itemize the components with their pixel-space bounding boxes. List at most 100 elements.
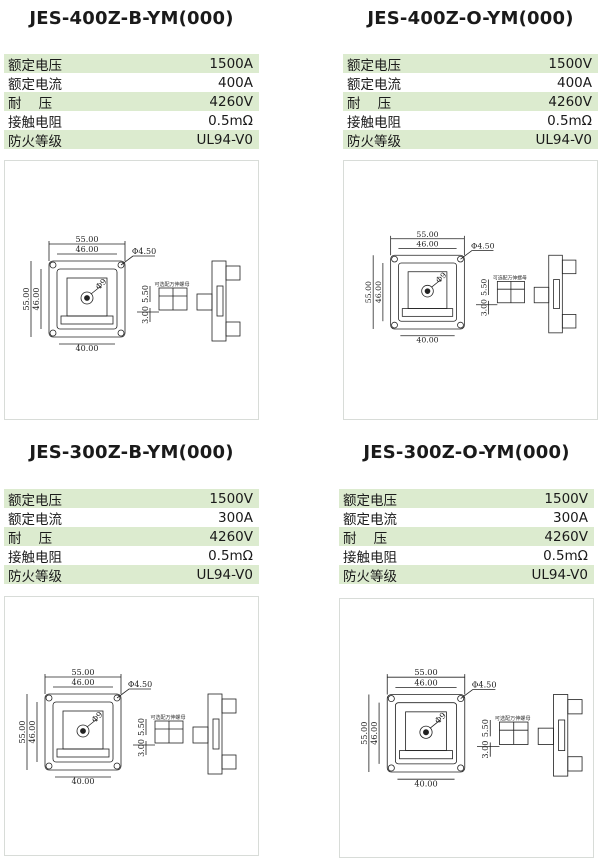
spec-label: 防火等级 bbox=[8, 568, 62, 585]
dim-label-side-small: 3.00 bbox=[137, 739, 146, 757]
spec-value: 1500V bbox=[209, 490, 253, 507]
spec-label: 接触电阻 bbox=[347, 114, 401, 131]
mounting-hole bbox=[49, 261, 57, 269]
mounting-hole bbox=[457, 764, 465, 772]
leader-hole bbox=[116, 688, 130, 699]
dim-label-side-small: 3.00 bbox=[480, 299, 489, 316]
spec-label: 耐 压 bbox=[343, 530, 388, 547]
spec-value: 400A bbox=[217, 74, 253, 91]
product-title: JES-300Z-B-YM(000) bbox=[29, 442, 234, 463]
center-bolt bbox=[421, 284, 434, 298]
dim-label-center-hole: Φ9 bbox=[94, 277, 109, 292]
spec-label: 防火等级 bbox=[343, 568, 397, 585]
spec-label: 耐 压 bbox=[8, 95, 53, 112]
side-terminal-bottom bbox=[567, 756, 583, 772]
leader-hole bbox=[460, 250, 473, 260]
spec-value: UL94-V0 bbox=[535, 131, 593, 148]
side-terminal-bottom bbox=[221, 754, 237, 770]
dim-label-bottom-width: 40.00 bbox=[414, 778, 437, 788]
mounting-hole bbox=[117, 261, 125, 269]
leader-center bbox=[429, 719, 441, 729]
dim-label-hole-diameter: Φ4.50 bbox=[472, 679, 497, 689]
dim-label-inner-height: 46.00 bbox=[369, 722, 379, 745]
housing-inner bbox=[52, 701, 114, 763]
dim-label-overall-width: 55.00 bbox=[414, 667, 437, 677]
spec-value: UL94-V0 bbox=[196, 131, 254, 148]
center-bolt-core bbox=[84, 295, 90, 301]
spec-label: 额定电流 bbox=[347, 76, 401, 93]
side-slot bbox=[553, 279, 560, 309]
dim-label-side-note: 可选配万伸螺母 bbox=[150, 714, 185, 721]
dim-label-inner-height: 46.00 bbox=[374, 281, 383, 303]
mounting-hole bbox=[45, 694, 53, 702]
spec-label: 防火等级 bbox=[347, 133, 401, 150]
spec-value: 300A bbox=[552, 509, 588, 526]
dim-label-overall-width: 55.00 bbox=[76, 235, 99, 244]
spec-row-rated-current: 额定电流 300A bbox=[339, 508, 594, 528]
leader-center bbox=[86, 718, 98, 728]
dim-label-overall-height: 55.00 bbox=[22, 288, 31, 311]
side-cable-entry bbox=[537, 727, 554, 745]
dim-label-side-note: 可选配万伸螺母 bbox=[493, 275, 527, 282]
dim-label-inner-width: 46.00 bbox=[76, 245, 99, 254]
housing-inner bbox=[398, 262, 457, 322]
dim-label-overall-width: 55.00 bbox=[72, 668, 95, 677]
housing-outline bbox=[390, 254, 465, 330]
mounting-hole bbox=[113, 694, 121, 702]
spec-row-rated-voltage: 额定电压 1500V bbox=[339, 489, 594, 509]
spec-value: 4260V bbox=[544, 528, 588, 545]
center-bolt bbox=[419, 725, 433, 739]
dim-label-side-height: 5.50 bbox=[480, 279, 489, 296]
dim-label-side-note: 可选配万伸螺母 bbox=[154, 281, 189, 288]
spec-label: 额定电压 bbox=[343, 492, 397, 509]
spec-label: 额定电流 bbox=[343, 511, 397, 528]
spec-label: 防火等级 bbox=[8, 133, 62, 150]
spec-value: 4260V bbox=[209, 93, 253, 110]
mounting-hole bbox=[387, 764, 395, 772]
housing-inner bbox=[394, 702, 458, 765]
side-body bbox=[548, 254, 563, 334]
spec-value: 1500V bbox=[544, 490, 588, 507]
spec-row-fire-rating: 防火等级 UL94-V0 bbox=[343, 130, 598, 150]
center-bolt bbox=[76, 724, 90, 738]
side-terminal-bottom bbox=[561, 314, 577, 329]
dim-label-hole-diameter: Φ4.50 bbox=[132, 247, 156, 256]
spec-value: 300A bbox=[217, 509, 253, 526]
dim-label-bottom-width: 40.00 bbox=[76, 344, 99, 353]
center-bolt-core bbox=[423, 729, 429, 736]
dim-label-side-height: 5.50 bbox=[480, 719, 490, 737]
leader-hole bbox=[460, 689, 474, 699]
housing-outline bbox=[48, 260, 126, 338]
leader-hole bbox=[120, 255, 134, 266]
side-terminal-top bbox=[225, 265, 241, 281]
spec-value: 400A bbox=[556, 74, 592, 91]
side-slot bbox=[558, 719, 566, 752]
side-body bbox=[207, 693, 223, 775]
side-slot bbox=[216, 285, 224, 317]
dim-label-inner-width: 46.00 bbox=[414, 677, 437, 687]
product-title: JES-400Z-O-YM(000) bbox=[367, 8, 574, 29]
side-terminal-top bbox=[567, 699, 583, 715]
product-title: JES-400Z-B-YM(000) bbox=[29, 8, 234, 29]
product-title: JES-300Z-O-YM(000) bbox=[363, 442, 570, 463]
dim-label-bottom-width: 40.00 bbox=[72, 777, 95, 786]
spec-value: 1500A bbox=[209, 55, 253, 72]
mounting-hole bbox=[49, 329, 57, 337]
